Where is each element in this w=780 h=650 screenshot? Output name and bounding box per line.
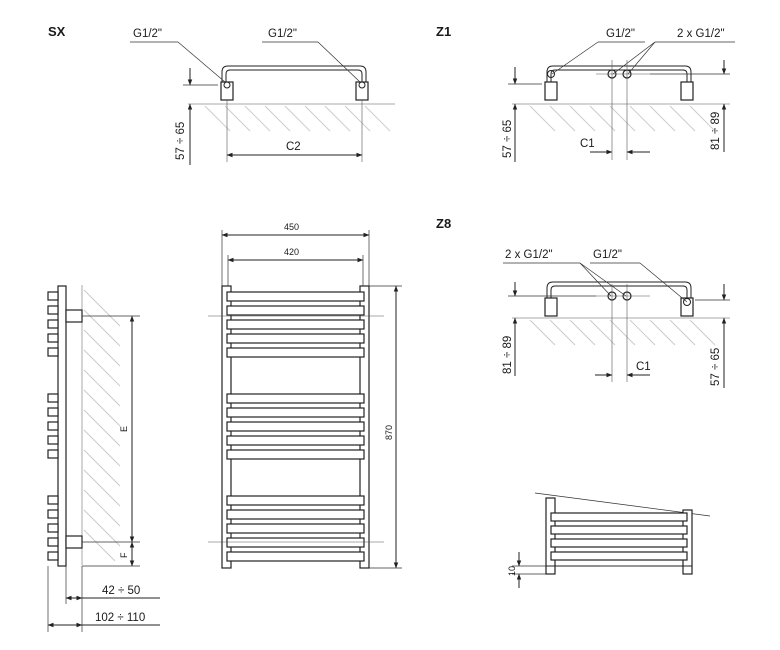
sx-title: SX [48,24,66,39]
z8-right-leader [639,262,688,303]
z1-wall-hatch [529,105,716,132]
z1-right-range: 81 ÷ 89 [710,112,722,150]
front-outer-width-label: 450 [284,222,299,232]
z1-right-leader [627,41,656,75]
sx-section: SX G1/2" G1/2" C2 [48,24,395,165]
sx-left-leader [177,41,226,83]
detail-bars [550,512,688,561]
z8-left-thread: 2 x G1/2" [505,249,553,261]
z1-c1-label: C1 [580,138,595,150]
z8-right-valve [680,297,694,317]
z1-left-valve [544,81,558,101]
side-wall-hatch [83,289,121,562]
z1-radiator-outline [546,65,692,82]
front-inner-width-label: 420 [284,247,299,257]
side-tubes [47,291,59,561]
sx-wall-hatch [204,105,391,132]
z8-title: Z8 [436,216,451,231]
z8-left-range: 81 ÷ 89 [502,336,514,374]
sx-c2-label: C2 [286,141,301,153]
sx-right-valve [355,81,369,101]
z1-right-valve [680,81,694,101]
z8-right-thread: G1/2" [593,249,622,261]
z1-title: Z1 [436,24,451,39]
side-view: E F 42 ÷ 50 102 ÷ 110 [47,285,160,632]
z8-left-valve [544,297,558,317]
side-depth-small-label: 42 ÷ 50 [102,585,140,597]
z8-radiator-outline [546,281,692,298]
side-f-label: F [119,552,129,558]
z8-section: Z8 2 x G1/2" G1/2" [436,216,730,388]
z1-left-thread: G1/2" [606,28,635,40]
z8-wall-hatch [529,319,716,346]
side-depth-large-label: 102 ÷ 110 [95,612,145,624]
front-view: 450 420 870 [208,222,402,569]
sx-right-thread: G1/2" [268,28,297,40]
sx-left-thread: G1/2" [133,28,162,40]
sx-radiator-outline [221,65,367,82]
detail-view: 10 [507,492,711,588]
z1-wall-range: 57 ÷ 65 [502,120,514,158]
side-lower-bracket [65,535,83,549]
side-e-label: E [119,426,129,432]
detail-slope-line [534,492,711,517]
z1-right-thread: 2 x G1/2" [677,28,725,40]
z1-left-leader [551,41,599,75]
sx-right-leader [317,41,361,83]
side-upper-bracket [65,309,83,323]
detail-offset-label: 10 [507,566,517,576]
side-collector [57,285,67,567]
detail-left-collector [545,497,556,575]
z1-section: Z1 G1/2" 2 x G1/2" [436,24,735,162]
z8-wall-range: 57 ÷ 65 [710,348,722,386]
z8-c1-label: C1 [636,361,651,373]
sx-left-valve [220,81,234,101]
front-height-label: 870 [384,425,394,440]
sx-wall-range: 57 ÷ 65 [175,122,187,160]
front-bars [226,291,365,562]
z8-left-leader [579,262,627,297]
